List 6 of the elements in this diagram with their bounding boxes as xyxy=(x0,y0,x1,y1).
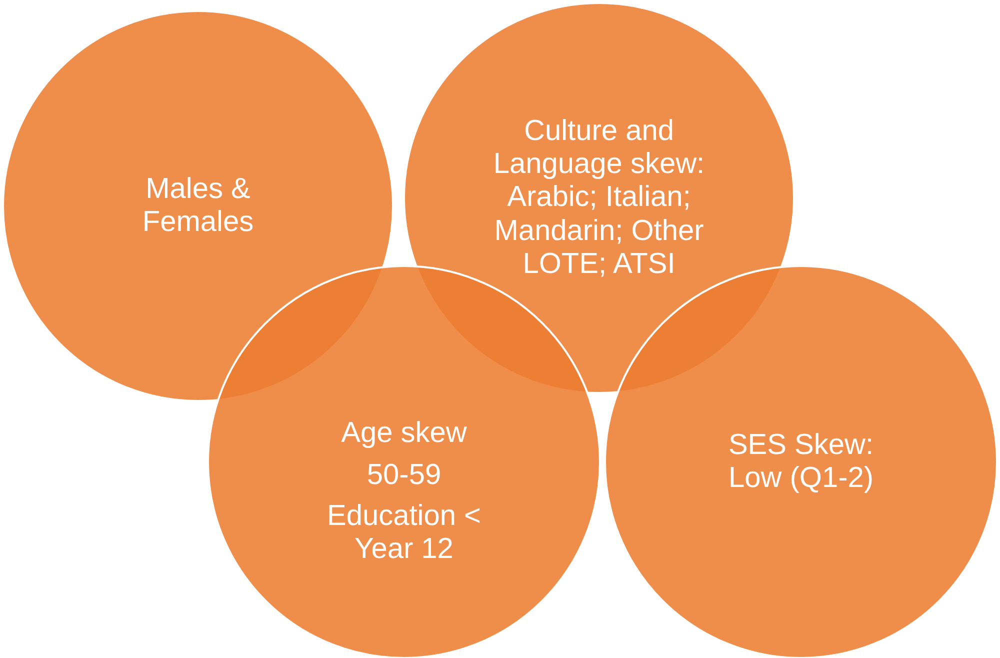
circle-label: 50-59 xyxy=(366,458,442,492)
circle-label: Age skew xyxy=(340,417,468,451)
circle-label: Education < Year 12 xyxy=(326,500,482,567)
circle-label: Males & Females xyxy=(141,172,255,240)
circle-label: SES Skew: Low (Q1-2) xyxy=(727,428,875,496)
circle-label: Culture and Language skew: Arabic; Italian; Mandarin; Other LOTE; ATSI xyxy=(492,114,706,282)
